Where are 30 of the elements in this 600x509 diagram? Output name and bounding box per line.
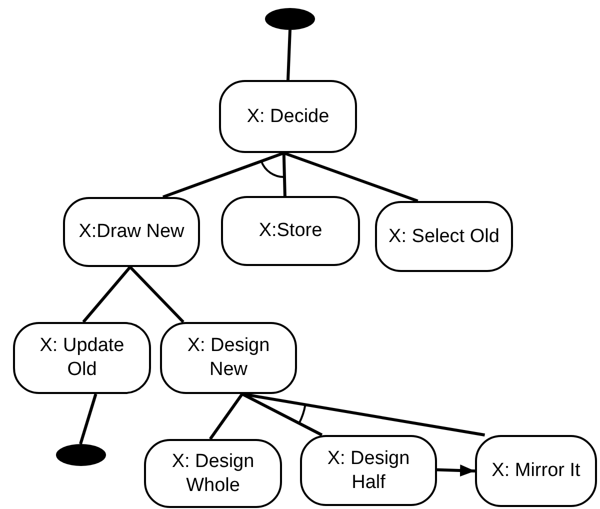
connector-line — [282, 152, 286, 196]
connector-line — [283, 152, 418, 202]
connector-line — [82, 266, 132, 323]
task-label: X:Draw New — [78, 220, 186, 244]
connector-line — [129, 266, 184, 324]
task-label: X: Mirror It — [490, 459, 582, 483]
connector-line — [209, 393, 244, 440]
ellipse-node — [56, 444, 106, 466]
task-box — [475, 435, 597, 507]
task-box — [219, 80, 357, 153]
task-box — [63, 197, 200, 267]
task-box — [300, 435, 437, 506]
connector-line — [162, 152, 284, 198]
task-label: X: Design New — [186, 334, 271, 382]
task-box — [375, 201, 513, 272]
connector-line — [79, 394, 98, 444]
task-box — [221, 196, 360, 266]
ellipse-node — [265, 8, 315, 30]
connector-line — [242, 392, 323, 436]
task-label: X:Store — [258, 219, 324, 243]
task-label: X: Update Old — [38, 334, 126, 382]
connector-line — [286, 30, 292, 80]
task-box — [13, 322, 151, 394]
task-box — [144, 439, 282, 508]
task-label: X: Design Half — [326, 446, 411, 494]
task-label: X: Design Whole — [170, 450, 256, 498]
task-label: X: Decide — [246, 104, 330, 128]
task-box — [160, 322, 297, 394]
task-label: X: Select Old — [388, 224, 500, 248]
arrow — [436, 464, 476, 477]
